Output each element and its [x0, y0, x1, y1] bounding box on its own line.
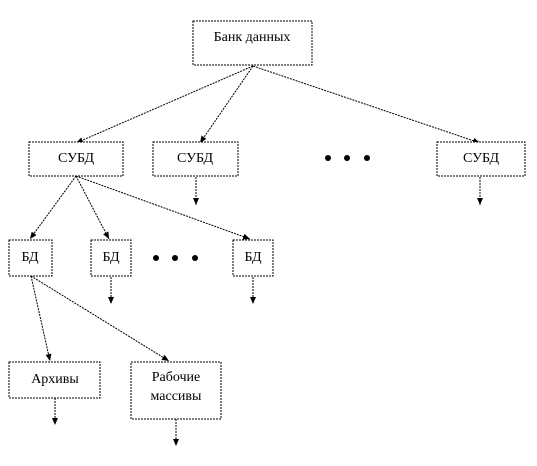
edge-bank-to-dbms-3	[252, 65, 481, 144]
node-db-1: БД	[8, 239, 53, 277]
node-db-2-label: БД	[102, 250, 120, 265]
ellipsis-dbms-level	[325, 155, 370, 161]
node-archives-label: Архивы	[31, 372, 79, 387]
node-dbms-1: СУБД	[28, 141, 124, 177]
node-archives: Архивы	[8, 361, 101, 399]
node-working-arrays-label-line1: Рабочие	[152, 370, 201, 385]
node-db-1-label: БД	[21, 250, 39, 265]
node-dbms-3: СУБД	[436, 141, 526, 177]
node-dbms-2-label: СУБД	[177, 151, 214, 166]
node-working-arrays: Рабочие массивы	[130, 361, 222, 420]
node-dbms-3-label: СУБД	[463, 151, 500, 166]
edge-dbms-1-to-db-1	[29, 175, 77, 240]
node-bank: Банк данных	[192, 20, 313, 66]
node-dbms-2: СУБД	[152, 141, 239, 177]
node-db-2: БД	[90, 239, 132, 277]
node-working-arrays-label-line2: массивы	[151, 389, 203, 404]
node-dbms-1-label: СУБД	[58, 151, 95, 166]
node-db-3: БД	[232, 239, 274, 277]
node-db-3-label: БД	[244, 250, 262, 265]
edge-db-1-to-working-arrays	[30, 275, 170, 362]
edge-db-1-to-archives	[30, 275, 52, 362]
edge-dbms-1-to-db-2	[75, 175, 110, 240]
edge-dbms-1-to-db-3	[75, 175, 251, 240]
edge-bank-to-dbms-1	[75, 65, 254, 144]
node-bank-label: Банк данных	[214, 30, 291, 45]
ellipsis-db-level	[153, 255, 198, 261]
edge-bank-to-dbms-2	[199, 65, 254, 144]
